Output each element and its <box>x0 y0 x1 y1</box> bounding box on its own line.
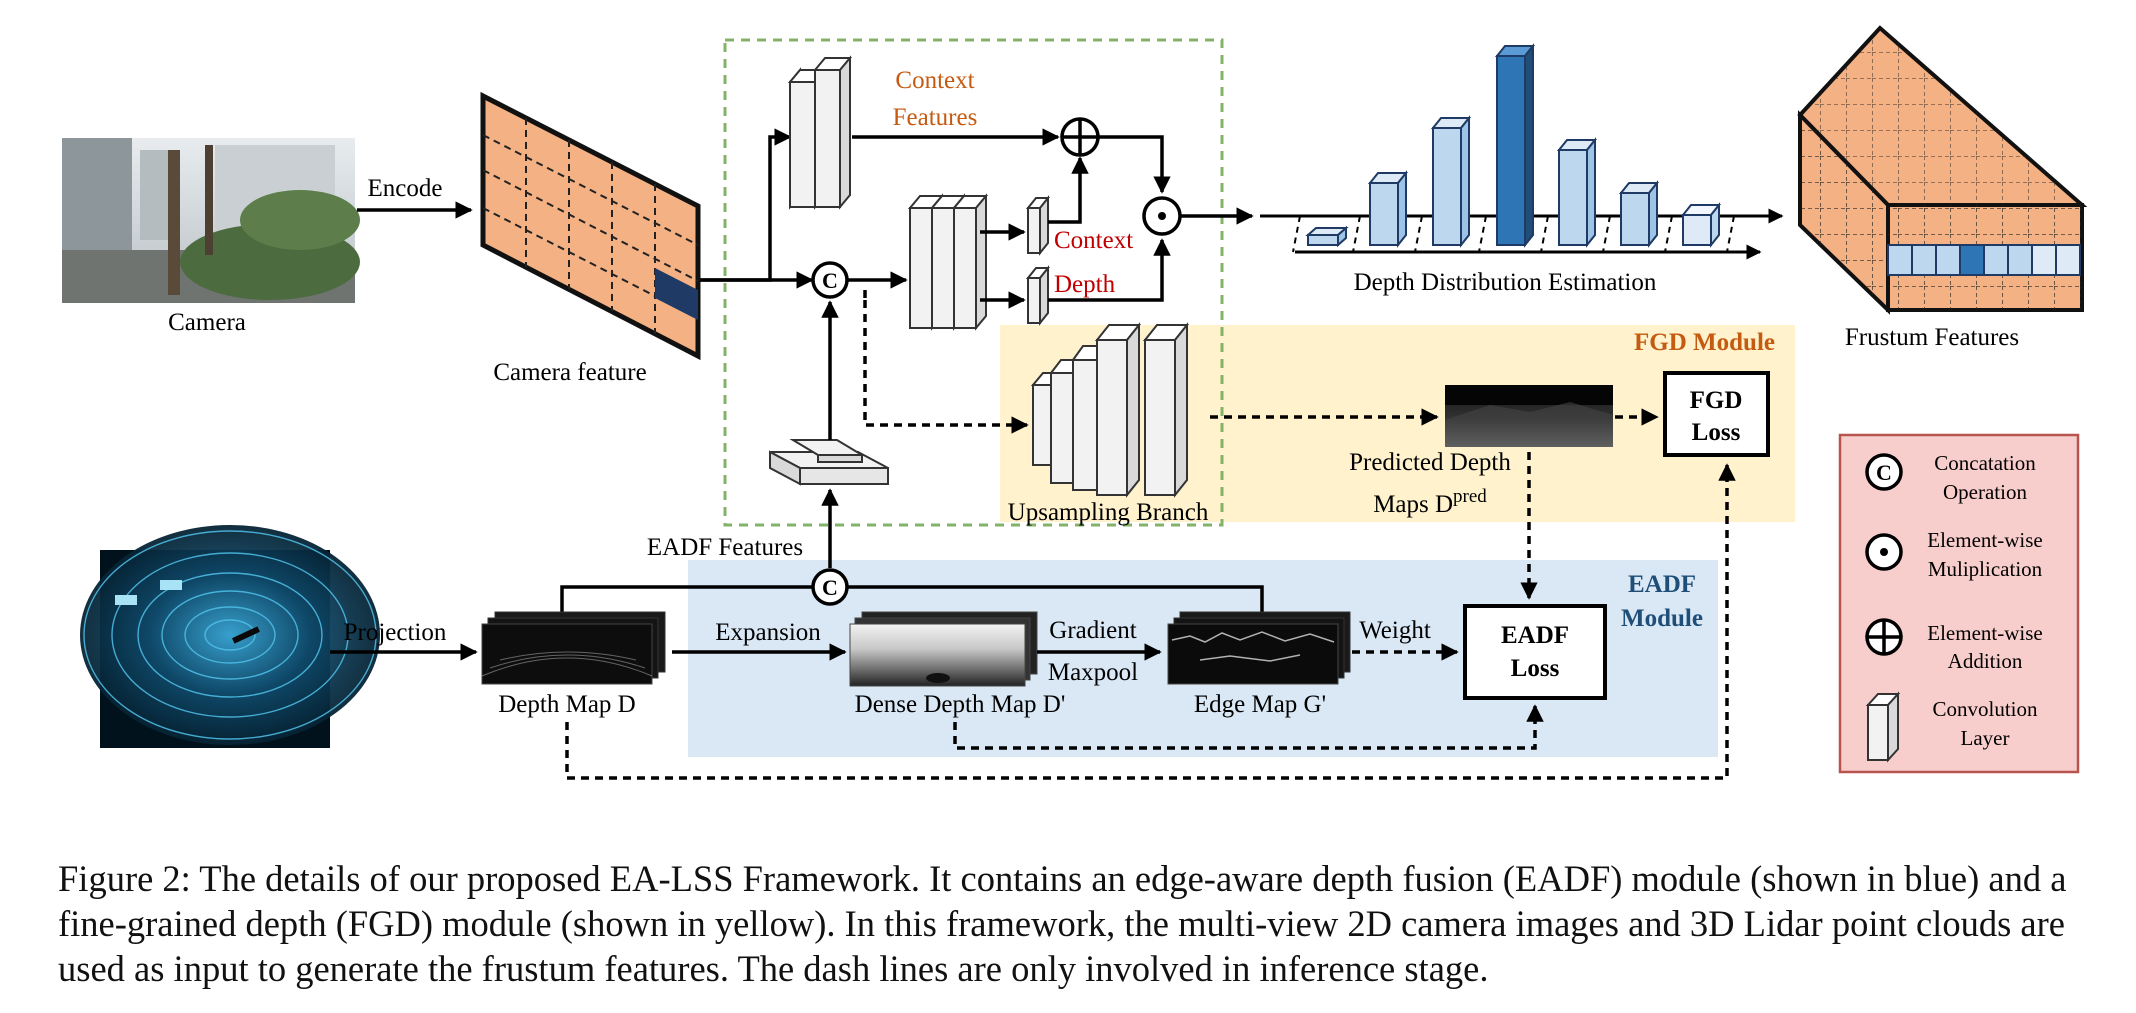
camera-feature-label: Camera feature <box>493 359 646 386</box>
context-features-label-2: Features <box>893 104 978 131</box>
encode-label: Encode <box>368 175 443 202</box>
camera-label: Camera <box>168 309 246 336</box>
addition-operator <box>1060 117 1100 157</box>
predicted-depth-map <box>1445 385 1613 447</box>
eadf-module-label-1: EADF <box>1628 571 1696 598</box>
upsampling-branch-label: Upsampling Branch <box>1008 499 1209 526</box>
svg-text:C: C <box>822 575 838 600</box>
depth-map-d <box>481 611 666 685</box>
fgd-loss-label-1: FGD <box>1690 387 1743 414</box>
depthnet-dashed-box <box>723 38 1224 527</box>
dense-depth-map <box>849 611 1038 687</box>
expansion-label: Expansion <box>715 619 821 646</box>
context-label: Context <box>1054 227 1133 254</box>
context-conv-block <box>787 55 853 210</box>
depth-label: Depth <box>1054 271 1116 298</box>
predicted-depth-label-1: Predicted Depth <box>1349 449 1511 476</box>
legend-add-1: Element-wise <box>1927 621 2042 645</box>
small-depth-conv <box>1025 265 1051 326</box>
middle-conv-block <box>907 193 989 331</box>
fgd-loss-box <box>1663 371 1770 457</box>
legend-add-icon <box>1865 618 1903 656</box>
weight-label: Weight <box>1359 617 1431 644</box>
eadf-loss-label-2: Loss <box>1511 655 1560 682</box>
edge-map-label: Edge Map G' <box>1194 691 1326 718</box>
depth-distribution-label: Depth Distribution Estimation <box>1354 269 1657 296</box>
small-context-conv <box>1025 195 1051 256</box>
eadf-features-block <box>769 439 889 486</box>
legend-mult-1: Element-wise <box>1927 528 2042 552</box>
eadf-loss-label-1: EADF <box>1501 622 1569 649</box>
frustum-features <box>1797 25 2088 315</box>
camera-image <box>62 138 360 303</box>
upsampling-branch <box>1030 322 1190 498</box>
legend-concat-2: Operation <box>1943 480 2027 504</box>
projection-label: Projection <box>344 619 447 646</box>
multiply-operator <box>1142 196 1182 236</box>
edge-map <box>1167 611 1351 685</box>
eadf-features-label: EADF Features <box>647 534 803 561</box>
depth-distribution-chart <box>1260 43 1784 260</box>
figure-caption: Figure 2: The details of our proposed EA… <box>58 858 2067 989</box>
legend-conv-icon <box>1865 691 1901 763</box>
legend-conv-2: Layer <box>1961 726 2010 750</box>
frustum-features-label: Frustum Features <box>1845 324 2019 351</box>
context-features-label-1: Context <box>895 67 974 94</box>
fgd-loss-label-2: Loss <box>1692 419 1741 446</box>
framework-diagram: Camera Encode Camera feature Context Fea… <box>62 25 2088 780</box>
gradient-label: Gradient <box>1049 617 1137 644</box>
legend-conv-1: Convolution <box>1932 697 2038 721</box>
legend-concat-icon: C <box>1865 453 1903 491</box>
svg-text:C: C <box>822 268 838 293</box>
eadf-module-label-2: Module <box>1621 605 1703 632</box>
fgd-module-label: FGD Module <box>1634 329 1775 356</box>
concat-operator-top: C <box>811 261 849 299</box>
legend-mult-2: Muliplication <box>1928 557 2043 581</box>
legend-add-2: Addition <box>1948 649 2023 673</box>
legend-multiply-icon <box>1865 533 1903 571</box>
camera-feature-grid <box>480 91 701 361</box>
predicted-depth-label-2: Maps Dpred <box>1373 486 1487 518</box>
svg-text:C: C <box>1876 460 1892 485</box>
eadf-loss-box <box>1463 604 1607 700</box>
maxpool-label: Maxpool <box>1048 659 1138 686</box>
concat-operator-bottom: C <box>811 568 849 606</box>
dense-depth-map-label: Dense Depth Map D' <box>855 691 1066 718</box>
depth-map-label: Depth Map D <box>498 691 635 718</box>
legend-box: C Concatation Operation Element-wise Mul… <box>1838 433 2080 774</box>
legend-concat-1: Concatation <box>1934 451 2036 475</box>
lidar-point-cloud <box>80 525 380 748</box>
